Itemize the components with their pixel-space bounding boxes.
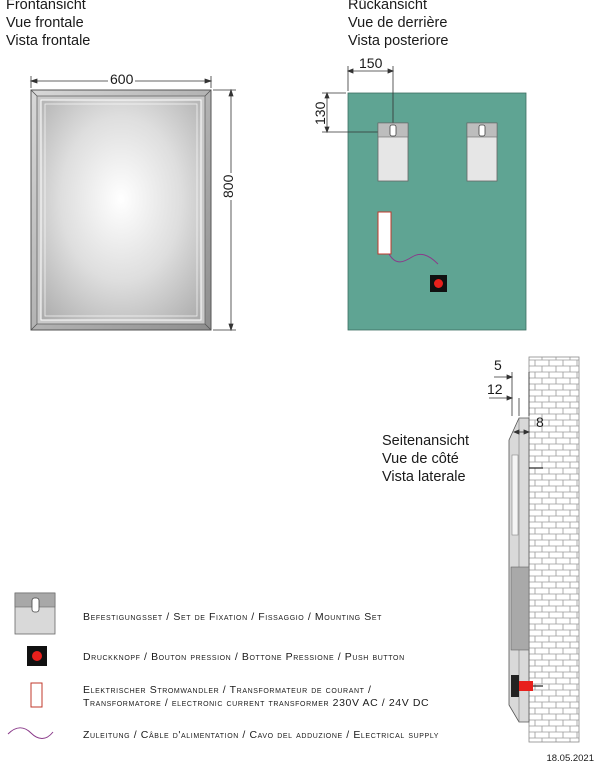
side-wall xyxy=(528,356,580,743)
front-height-label: 800 xyxy=(220,172,236,200)
mounting-set-icon xyxy=(14,592,56,635)
side-view-heading: Seitenansicht Vue de côté Vista laterale xyxy=(382,432,469,486)
side-mirror-profile xyxy=(508,417,543,723)
push-button-icon xyxy=(27,646,47,666)
front-view-heading: Frontansicht Vue frontale Vista frontale xyxy=(6,0,90,50)
side-dim-c-label: 8 xyxy=(536,414,544,430)
back-offset-y-label: 130 xyxy=(312,101,328,125)
back-supply-cable xyxy=(388,253,439,265)
legend-cable-text: Zuleitung / Câble d'alimentation / Cavo … xyxy=(83,729,440,741)
back-view-heading: Rückansicht Vue de derrière Vista poster… xyxy=(348,0,448,50)
front-mirror xyxy=(30,89,212,331)
side-view-title-de: Seitenansicht xyxy=(382,433,470,449)
back-panel xyxy=(347,92,527,331)
legend-transformer-text-line2: Transformatore / electronic current tran… xyxy=(83,697,430,709)
back-view-title-fr: Vue de derrière xyxy=(348,15,448,31)
back-offset-x-label: 150 xyxy=(359,55,383,71)
back-transformer xyxy=(377,211,392,255)
front-view-title-fr: Vue frontale xyxy=(6,15,84,31)
document-date: 18.05.2021 xyxy=(546,753,594,764)
front-view-title-it: Vista frontale xyxy=(6,33,91,49)
legend-transformer-text-line1: Elektrischer Stromwandler / Transformate… xyxy=(83,684,372,696)
legend-mounting-set-text: Befestigungsset / Set de Fixation / Fiss… xyxy=(83,611,382,623)
cable-icon xyxy=(7,727,54,739)
back-push-button xyxy=(430,275,447,292)
back-view-title-de: Rückansicht xyxy=(348,0,427,13)
transformer-icon xyxy=(30,682,43,708)
side-dim-b-label: 12 xyxy=(487,381,503,397)
side-dimensions xyxy=(489,372,531,435)
back-mounting-bracket-right xyxy=(466,122,498,182)
side-view-title-fr: Vue de côté xyxy=(382,451,459,467)
front-height-dimension xyxy=(213,88,236,332)
back-view-title-it: Vista posteriore xyxy=(348,33,449,49)
side-view-title-it: Vista laterale xyxy=(382,469,466,485)
front-view-title-de: Frontansicht xyxy=(6,0,86,13)
front-width-label: 600 xyxy=(108,71,136,87)
legend-push-button-text: Druckknopf / Bouton pression / Bottone P… xyxy=(83,651,405,663)
side-dim-a-label: 5 xyxy=(494,357,502,373)
back-mounting-bracket-left xyxy=(377,122,409,182)
